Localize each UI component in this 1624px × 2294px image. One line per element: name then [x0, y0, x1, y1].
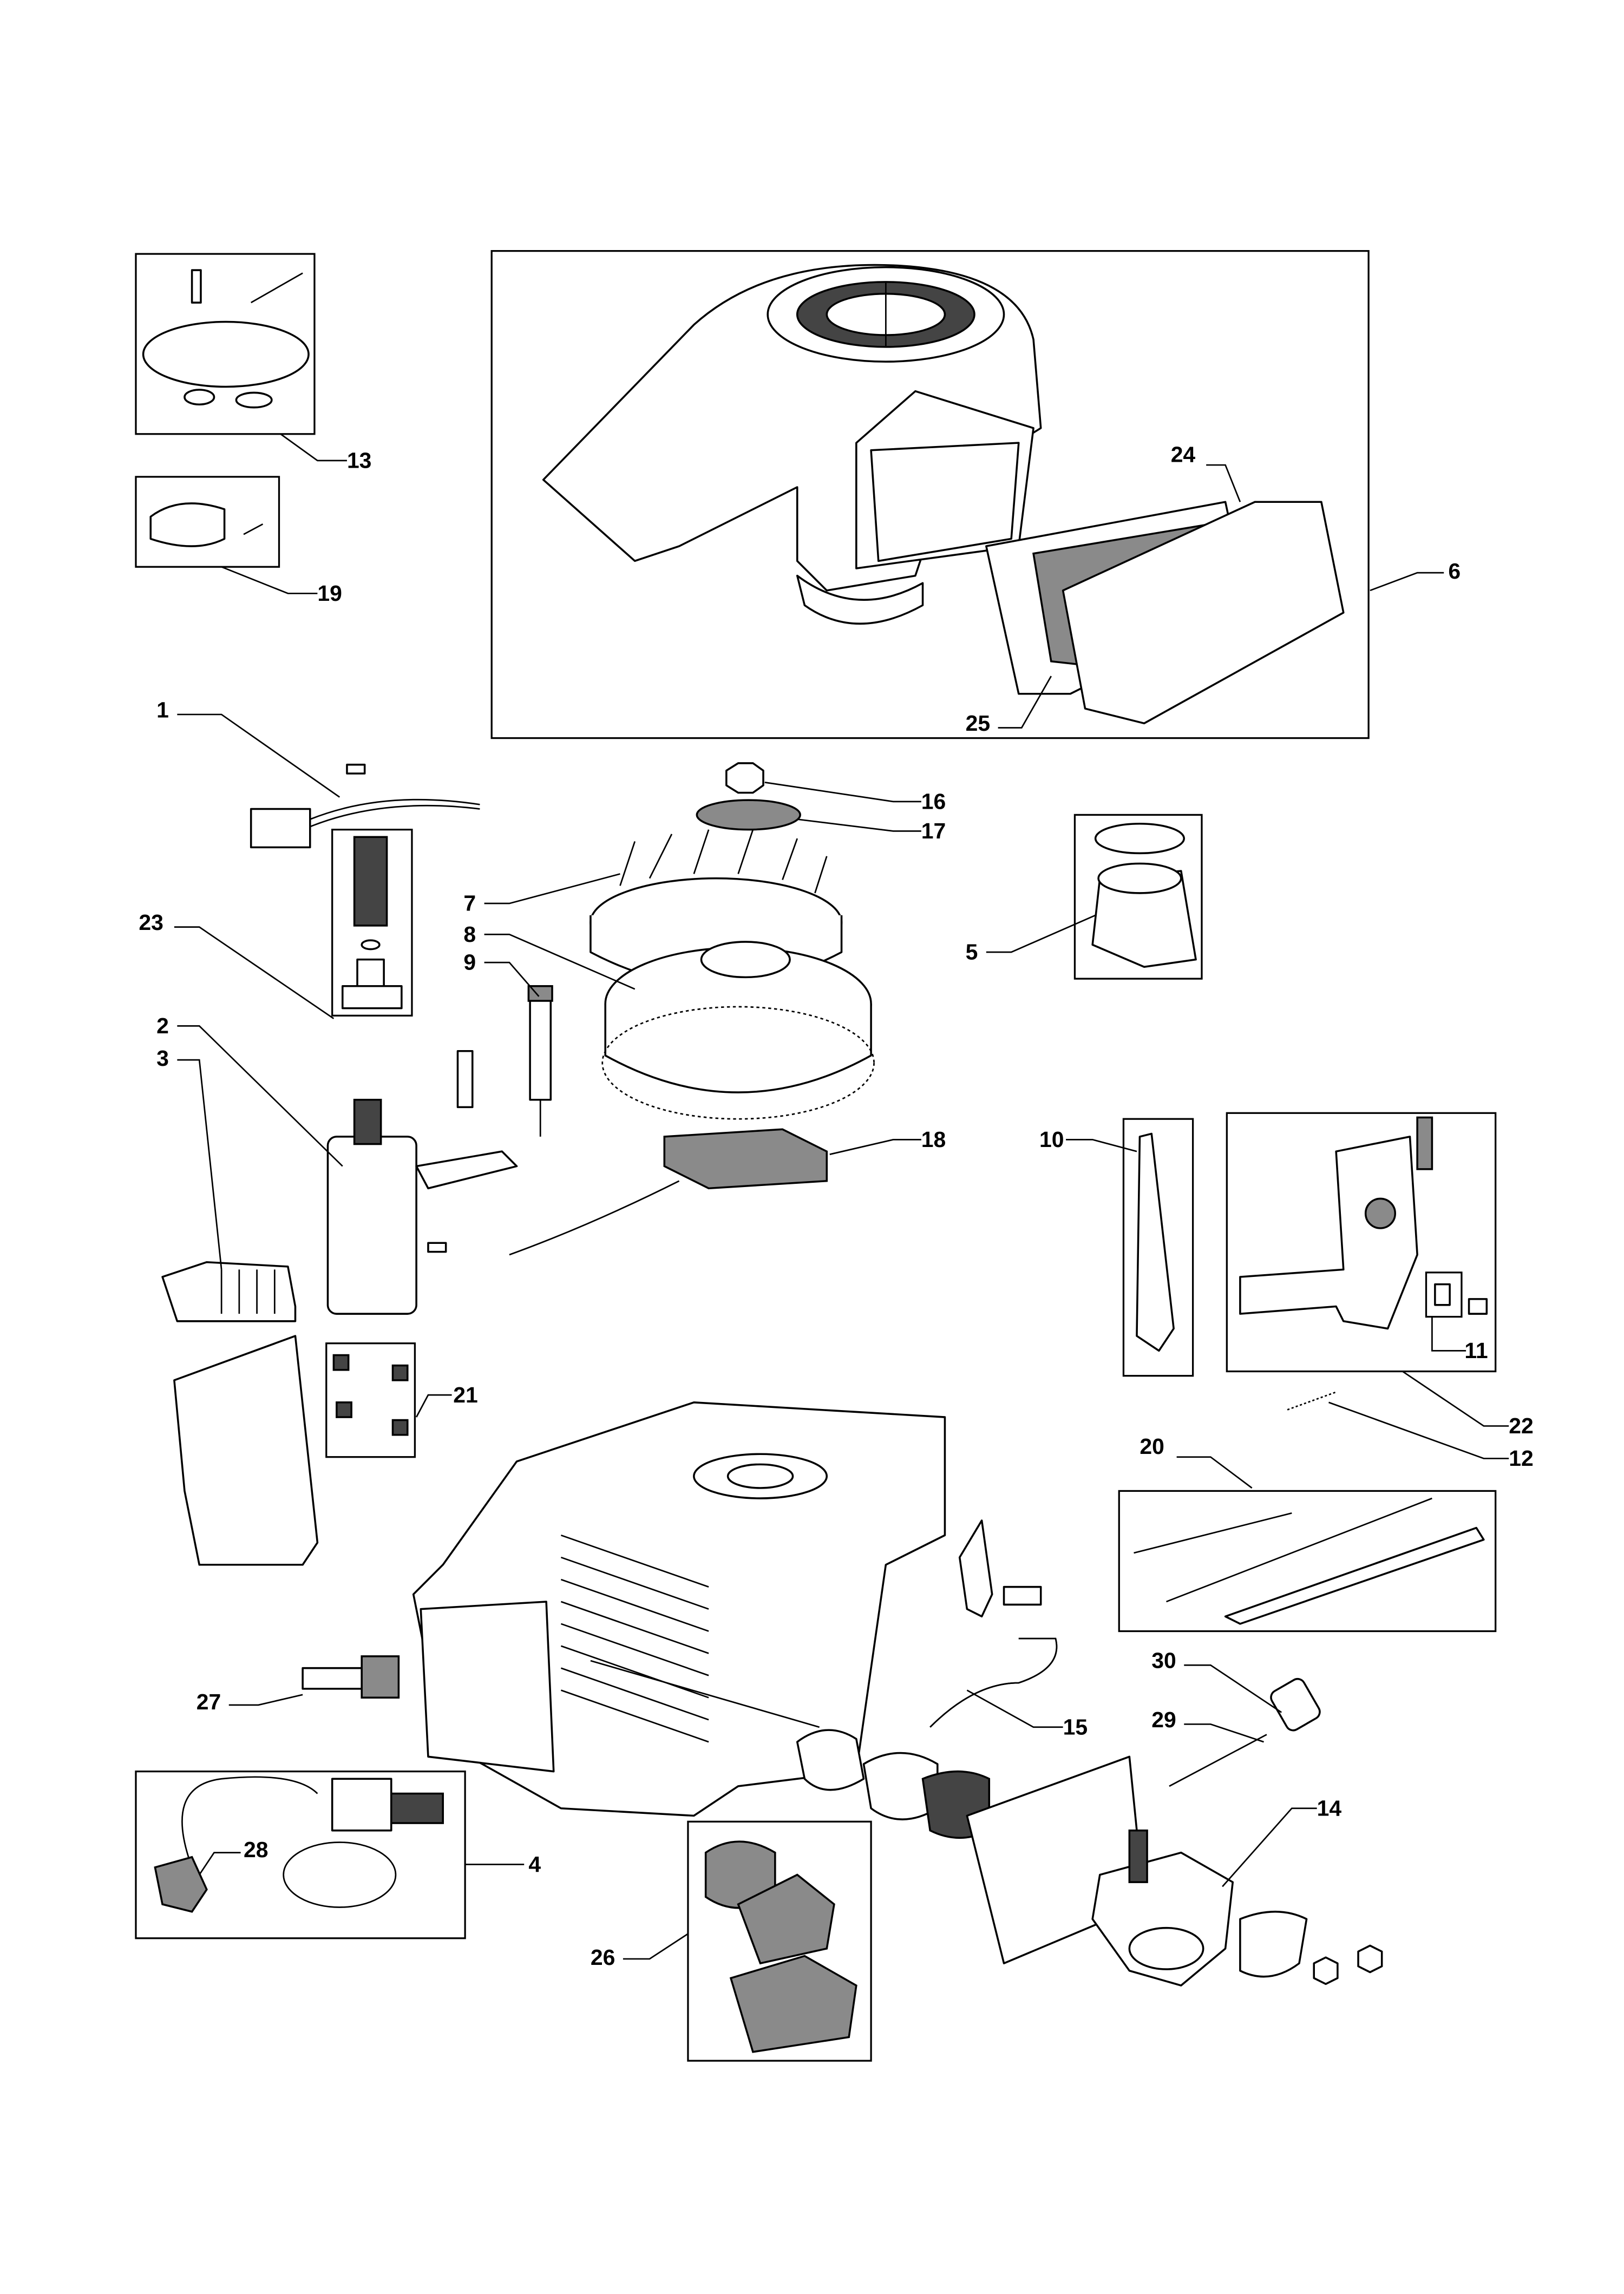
callout-14: 14 [1317, 1795, 1342, 1820]
callout-17: 17 [921, 818, 946, 843]
breather-5 [1091, 822, 1197, 968]
nut [1357, 1944, 1383, 1974]
callout-3: 3 [156, 1046, 169, 1071]
callout-9: 9 [463, 950, 476, 975]
box-kit-19 [135, 476, 280, 568]
brushes-21 [332, 1354, 409, 1436]
callout-20: 20 [1140, 1434, 1164, 1459]
box-part-23 [331, 829, 413, 1017]
box-part-11 [1425, 1271, 1463, 1318]
carburetor-14 [1091, 1829, 1234, 1987]
callout-30: 30 [1151, 1648, 1176, 1673]
callout-2: 2 [156, 1013, 169, 1038]
callout-13: 13 [347, 448, 371, 473]
leader-lines [174, 433, 1509, 1960]
fuel-hose-29 [1169, 1734, 1267, 1787]
box-kit-13 [135, 253, 316, 435]
box-part-10 [1122, 1118, 1194, 1377]
callout-19: 19 [317, 581, 342, 606]
callout-28: 28 [244, 1837, 268, 1862]
fuel-filter-30 [1270, 1677, 1321, 1732]
bracket [958, 1519, 993, 1618]
callout-25: 25 [966, 711, 990, 736]
breather-hose-15 [929, 1637, 1058, 1728]
starter-pinion-23 [341, 836, 403, 1010]
box-part-26 [687, 1820, 872, 2062]
engine-block [412, 1401, 946, 1817]
ignition-module-4 [154, 1776, 444, 1913]
callout-5: 5 [966, 940, 978, 965]
box-part-21 [325, 1342, 416, 1458]
nut-16 [725, 762, 764, 794]
gasket-kit-13 [142, 269, 310, 409]
ignition-coil-18 [427, 1128, 828, 1256]
linkage-rods-20 [1134, 1497, 1485, 1625]
callout-11: 11 [1464, 1338, 1488, 1363]
regulator-3 [161, 1261, 297, 1322]
box-part-22 [1226, 1112, 1497, 1373]
callout-18: 18 [921, 1127, 946, 1152]
callout-16: 16 [921, 789, 946, 814]
callout-8: 8 [463, 922, 476, 947]
callout-21: 21 [453, 1382, 477, 1407]
callout-7: 7 [463, 891, 476, 916]
spark-plug-27 [302, 1655, 400, 1699]
bolt [1003, 1585, 1042, 1606]
washer-17 [696, 799, 801, 831]
callout-10: 10 [1039, 1127, 1064, 1152]
callout-26: 26 [591, 1945, 615, 1970]
box-part-20 [1118, 1490, 1497, 1633]
breather-hose-15-highlight [929, 1637, 1058, 1728]
callout-27: 27 [197, 1689, 221, 1714]
callout-12: 12 [1509, 1446, 1533, 1471]
box-part-5 [1073, 814, 1203, 980]
spring-12 [1287, 1391, 1337, 1411]
starter-motor-2 [326, 1050, 518, 1315]
governor-lever-10 [1136, 1132, 1175, 1352]
control-bracket-22 [1239, 1116, 1488, 1330]
wiring-harness-1 [250, 763, 480, 849]
callout-6: 6 [1448, 559, 1461, 584]
box-shroud-6 [490, 250, 1370, 739]
flywheel-8 [601, 941, 875, 1120]
box-part-4 [135, 1770, 466, 1939]
air-filter-cover-24 [1062, 501, 1345, 725]
blower-housing-6 [542, 264, 1042, 625]
callout-22: 22 [1509, 1413, 1533, 1438]
callout-29: 29 [1151, 1707, 1176, 1732]
nut [1313, 1956, 1339, 1985]
intake-gasket [796, 1729, 865, 1791]
callout-15: 15 [1063, 1714, 1088, 1739]
dipstick-9 [527, 985, 553, 1137]
callout-23: 23 [139, 910, 163, 935]
gaskets-26 [704, 1840, 857, 2053]
heat-shield [173, 1335, 319, 1566]
callout-4: 4 [528, 1852, 541, 1877]
carb-gasket [1239, 1910, 1308, 1978]
clamp-19 [149, 502, 264, 547]
callout-24: 24 [1171, 442, 1196, 467]
callout-1: 1 [156, 697, 169, 722]
